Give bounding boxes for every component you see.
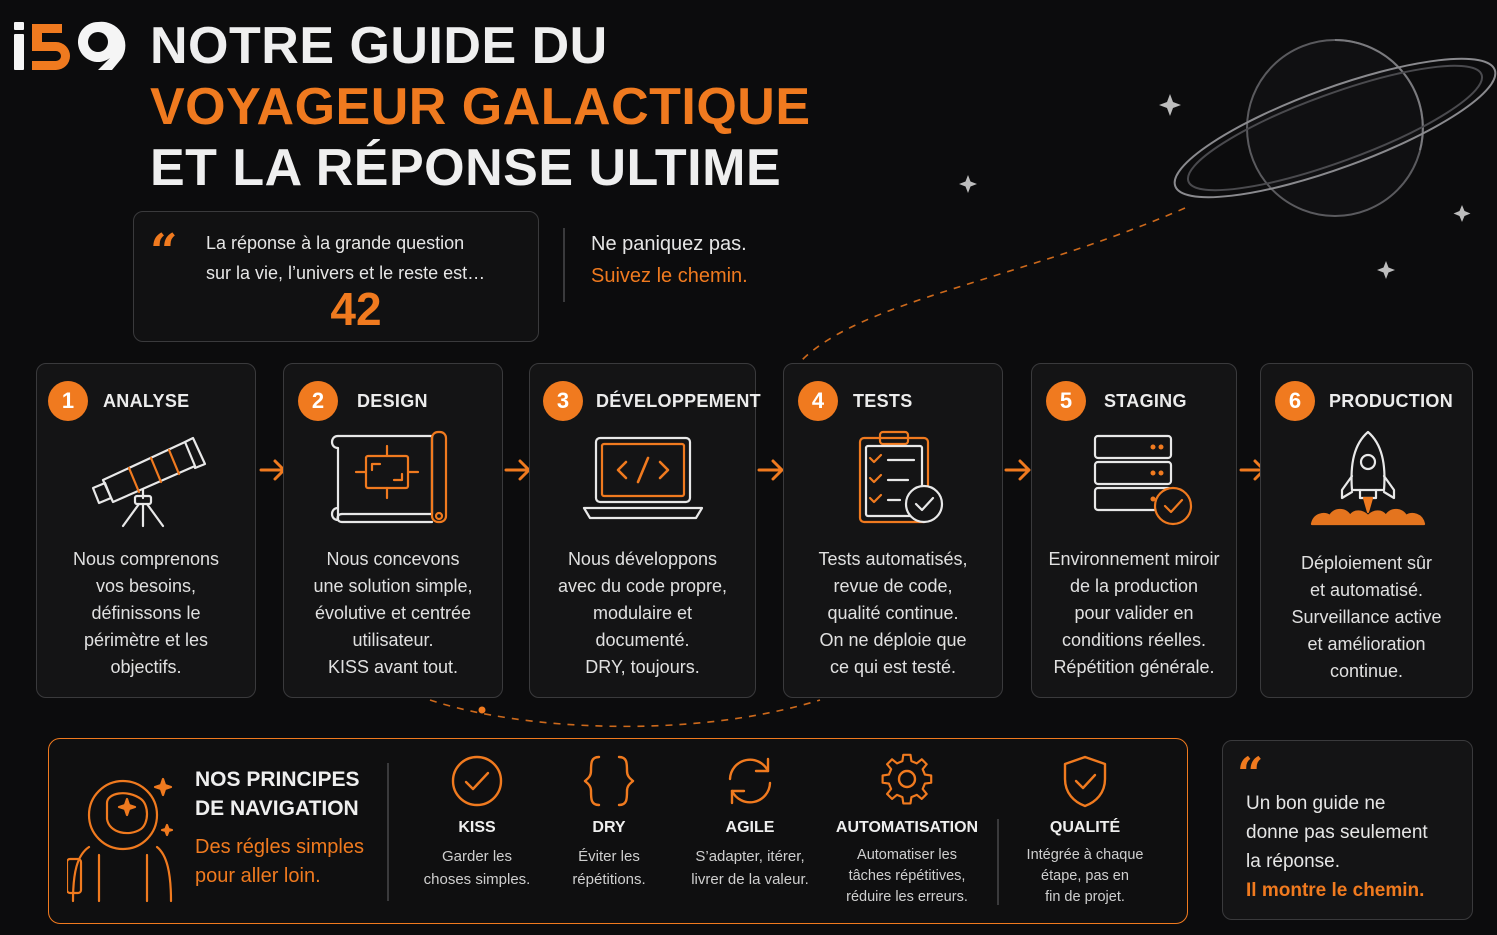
- step-number-badge: 1: [48, 381, 88, 421]
- rocket-icon: [1310, 430, 1425, 526]
- principle-kiss: KISS Garder les choses simples.: [397, 753, 557, 891]
- principle-dry: DRY Éviter les répétitions.: [529, 753, 689, 891]
- step-title: STAGING: [1104, 391, 1187, 411]
- step-card-tests: 4 TESTS Tests automatisés, revue de code…: [783, 363, 1003, 698]
- title-line-1: NOTRE GUIDE DU: [150, 17, 608, 75]
- tagline-line-2: Suivez le chemin.: [591, 265, 748, 287]
- brand-logo: i59: [14, 21, 126, 71]
- flight-path-lower: [429, 699, 821, 728]
- navigation-principles: NOS PRINCIPES DE NAVIGATION Des régles s…: [48, 738, 1188, 924]
- step-description: Nous comprenons vos besoins, définissons…: [72, 549, 220, 677]
- telescope-icon: [91, 436, 207, 528]
- tagline: Ne paniquez pas. Suivez le chemin.: [563, 228, 748, 302]
- principles-subtitle: Des régles simples pour aller loin.: [195, 836, 364, 887]
- braces-icon: [583, 755, 635, 807]
- step-number-badge: 4: [798, 381, 838, 421]
- server-check-icon: [1093, 434, 1193, 526]
- principles-title: NOS PRINCIPES DE NAVIGATION: [195, 768, 360, 820]
- step-title: DESIGN: [357, 391, 428, 411]
- gear-icon: [881, 753, 933, 805]
- closing-quote-text: Un bon guide ne donne pas seulement la r…: [1246, 793, 1428, 901]
- divider: [997, 819, 999, 905]
- principle-automatisation: AUTOMATISATION Automatiser les tâches ré…: [827, 753, 987, 908]
- title-line-3: ET LA RÉPONSE ULTIME: [150, 139, 782, 197]
- step-card-production: 6 PRODUCTION Déploiement sûr et automati…: [1260, 363, 1473, 698]
- quote-line-1: La réponse à la grande question: [206, 233, 465, 253]
- shield-check-icon: [1063, 755, 1107, 808]
- blueprint-icon: [330, 430, 448, 524]
- quote-text: La réponse à la grande question sur la v…: [206, 228, 485, 288]
- step-number-badge: 6: [1275, 381, 1315, 421]
- star-icon: [959, 94, 1471, 279]
- planet-icon: [1173, 39, 1497, 217]
- answer-quote-box: “ La réponse à la grande question sur la…: [133, 211, 539, 342]
- quote-line-2: sur la vie, l’univers et le reste est…: [206, 263, 486, 283]
- answer-number: 42: [330, 283, 382, 335]
- step-description: Environnement miroir de la production po…: [1048, 549, 1220, 677]
- closing-quote: “ Un bon guide ne donne pas seulement la…: [1222, 740, 1473, 920]
- arrow-right-icon: [1004, 459, 1031, 481]
- step-description: Tests automatisés, revue de code, qualit…: [818, 549, 968, 677]
- principle-qualite: QUALITÉ Intégrée à chaque étape, pas en …: [1005, 753, 1165, 908]
- step-description: Nous concevons une solution simple, évol…: [313, 549, 473, 677]
- check-circle-icon: [451, 755, 503, 807]
- divider: [387, 763, 389, 901]
- step-description: Nous développons avec du code propre, mo…: [557, 549, 728, 677]
- step-title: DÉVELOPPEMENT: [596, 391, 761, 411]
- quote-mark-icon: “: [1237, 747, 1264, 801]
- step-number-badge: 5: [1046, 381, 1086, 421]
- astronaut-icon: [67, 777, 174, 903]
- laptop-code-icon: [582, 436, 703, 520]
- step-card-developpement: 3 DÉVELOPPEMENT Nous développons avec du…: [529, 363, 761, 698]
- step-card-staging: 5 STAGING Environnement miroir de la pro…: [1031, 363, 1237, 698]
- cycle-arrows-icon: [728, 757, 772, 805]
- checklist-icon: [858, 430, 944, 524]
- principle-agile: AGILE S’adapter, itérer, livrer de la va…: [670, 753, 830, 891]
- quote-mark-icon: “: [150, 224, 178, 280]
- step-card-design: 2 DESIGN Nous concevons une solution sim…: [283, 363, 503, 698]
- flight-path: [799, 207, 1186, 363]
- step-title: TESTS: [853, 391, 913, 411]
- step-card-analyse: 1 ANALYSE Nous comprenons vos besoins, d…: [36, 363, 256, 698]
- title-line-2: VOYAGEUR GALACTIQUE: [150, 78, 811, 136]
- step-description: Déploiement sûr et automatisé. Surveilla…: [1291, 553, 1442, 681]
- step-title: ANALYSE: [103, 391, 190, 411]
- arrow-right-icon: [757, 459, 784, 481]
- tagline-line-1: Ne paniquez pas.: [591, 233, 747, 255]
- step-number-badge: 2: [298, 381, 338, 421]
- step-title: PRODUCTION: [1329, 391, 1453, 411]
- page-title: NOTRE GUIDE DU VOYAGEUR GALACTIQUE ET LA…: [150, 16, 811, 199]
- step-number-badge: 3: [543, 381, 583, 421]
